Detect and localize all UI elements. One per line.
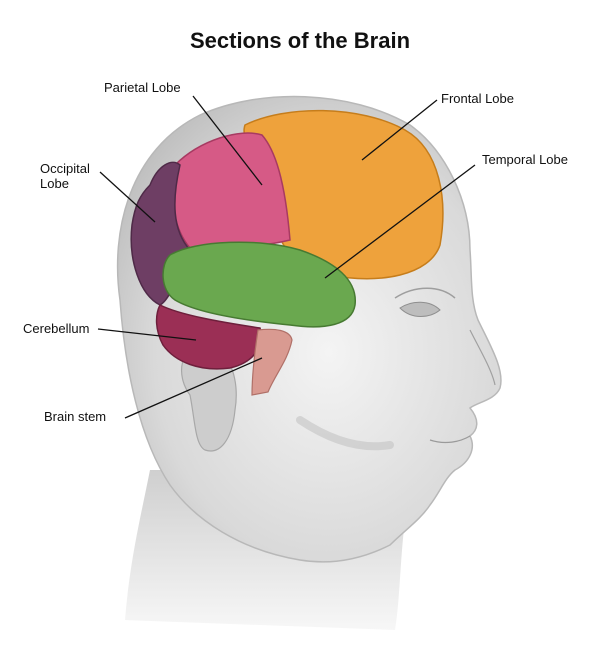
diagram-title: Sections of the Brain [189, 28, 411, 53]
leader-parietal [192, 95, 263, 186]
leader-occipital [99, 171, 156, 223]
parietal-lobe-region [171, 132, 291, 250]
label-occipital-line2: Lobe [40, 176, 69, 191]
leader-brain-stem [124, 357, 263, 419]
leader-cerebellum [97, 328, 197, 341]
brain [130, 109, 444, 396]
label-cerebellum: Cerebellum [23, 321, 90, 336]
label-frontal-lobe: Frontal Lobe [441, 91, 514, 106]
leader-frontal [361, 99, 438, 161]
label-occipital-lobe: Occipital Lobe [40, 161, 90, 191]
temporal-lobe-region [162, 241, 356, 328]
label-brain-stem: Brain stem [44, 409, 107, 424]
label-occipital-line1: Occipital [40, 161, 90, 176]
leader-lines [97, 95, 476, 419]
label-parietal-lobe: Parietal Lobe [104, 80, 181, 95]
leader-temporal [324, 164, 476, 279]
label-temporal-lobe: Temporal Lobe [482, 152, 568, 167]
